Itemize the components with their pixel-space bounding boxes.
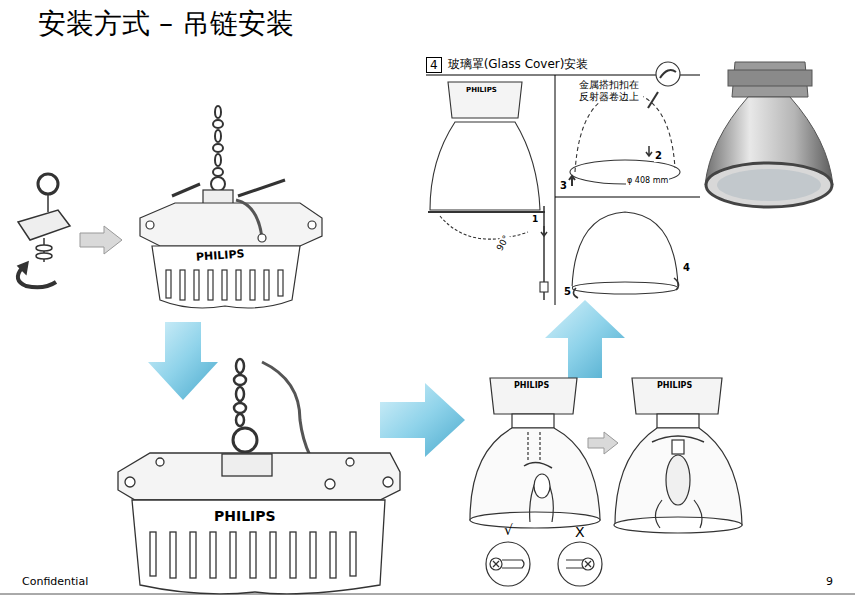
callout-number: 5 <box>563 286 572 298</box>
brand-mark: PHILIPS <box>657 381 692 390</box>
flow-arrow <box>148 322 218 400</box>
step-number: 4 <box>426 57 442 73</box>
note-text: 金属搭扣扣在 反射器卷边上 <box>578 79 643 102</box>
dimension: φ 408 mm <box>626 176 669 185</box>
angle-label: 90° <box>494 233 512 254</box>
flow-arrow <box>545 300 625 378</box>
lamp-fixture <box>470 378 600 528</box>
fixture-housing <box>118 359 400 594</box>
glass-cover-step <box>569 62 680 298</box>
step-arrow <box>80 226 122 254</box>
panel-frame <box>426 75 700 305</box>
callout-number: 4 <box>682 262 691 274</box>
footer-rule <box>0 594 855 595</box>
step-arrow <box>588 432 618 454</box>
lamp-fixture <box>614 378 742 533</box>
callout-number: 3 <box>559 180 568 192</box>
brand-mark: PHILIPS <box>214 508 276 524</box>
eye-bolt <box>18 174 70 287</box>
lamp-photo <box>705 62 833 207</box>
brand-mark: PHILIPS <box>466 86 497 94</box>
fixture-housing <box>140 106 322 308</box>
flow-arrow <box>380 383 465 457</box>
brand-mark: PHILIPS <box>514 381 549 390</box>
glass-cover-lamp <box>428 82 548 300</box>
callout-number: 1 <box>531 214 539 224</box>
page-number: 9 <box>826 576 833 589</box>
wrong-mark: X <box>575 524 585 540</box>
step-heading: 4 玻璃罩(Glass Cover)安装 <box>426 56 588 73</box>
correct-mark: √ <box>504 522 513 538</box>
socket-detail <box>486 542 602 586</box>
footer-note: Confidential <box>22 576 88 589</box>
step-title: 玻璃罩(Glass Cover)安装 <box>448 56 589 73</box>
slide-title: 安装方式 – 吊链安装 <box>38 8 294 40</box>
callout-number: 2 <box>654 150 663 162</box>
